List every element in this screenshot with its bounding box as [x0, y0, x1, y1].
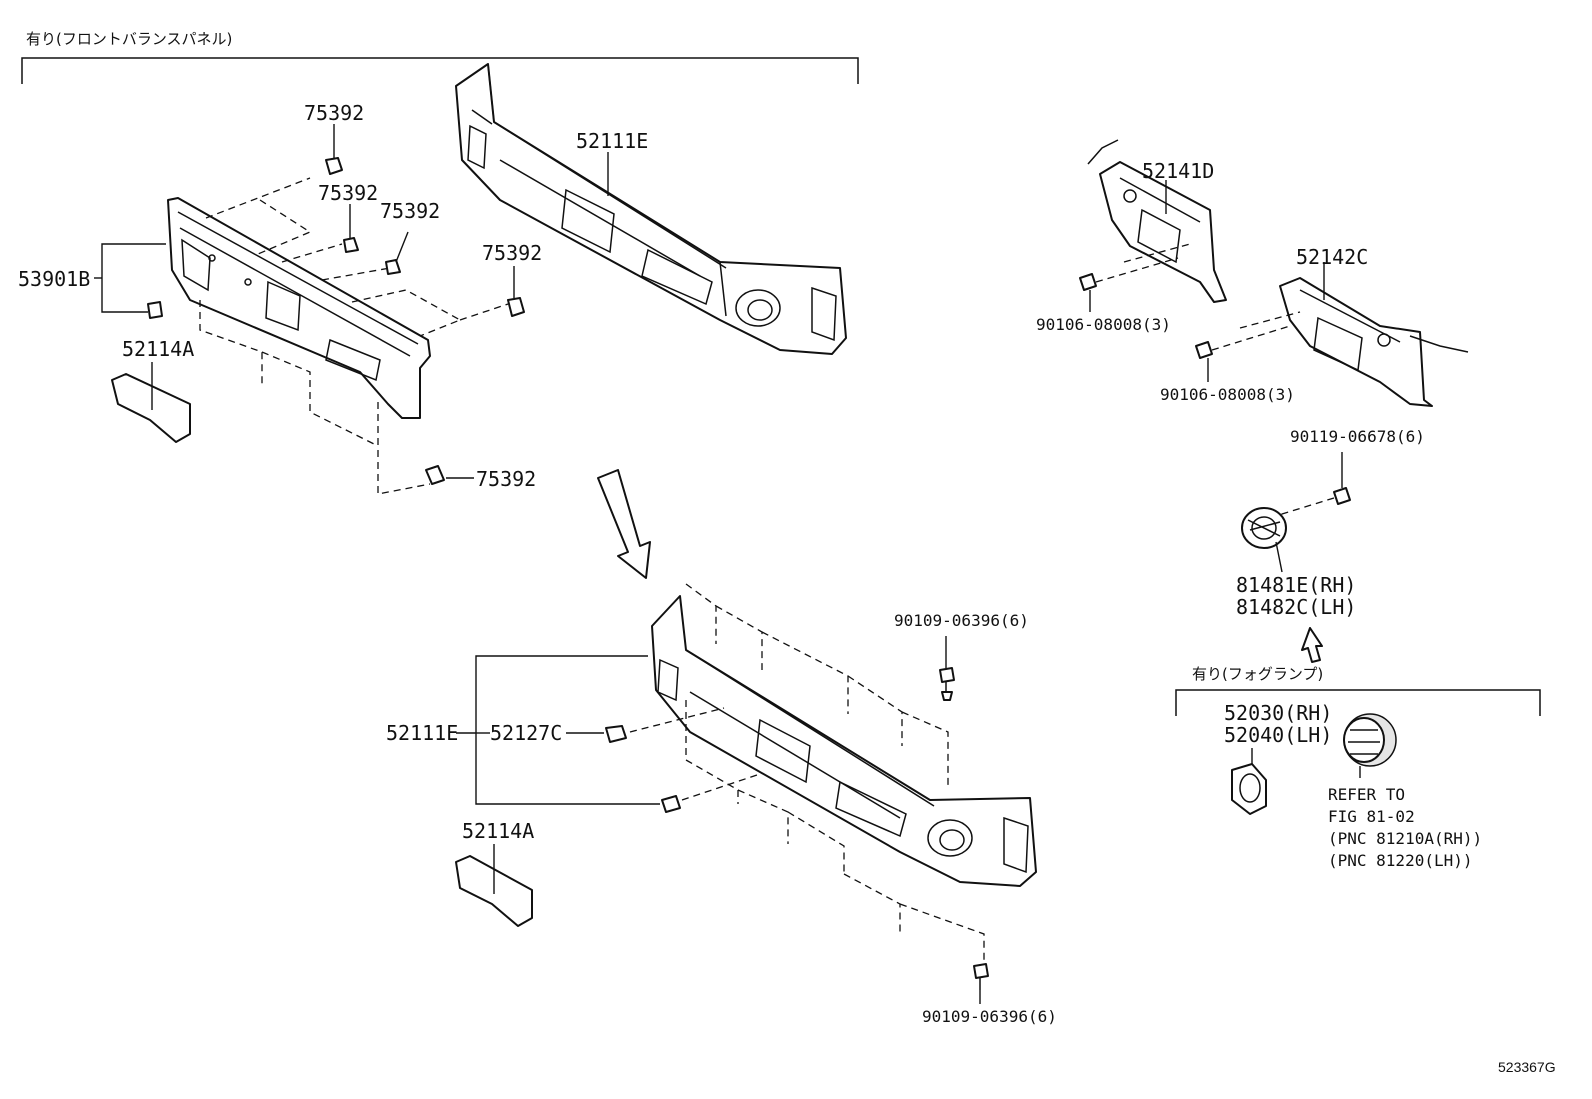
bumper-cover-52111e-bottom-drawing [651, 595, 1037, 887]
panel-fastener-dash-lines [199, 177, 509, 495]
fog-lamp-cover-81481e-drawing [1241, 507, 1287, 573]
clip-75392-b-shape [343, 204, 359, 253]
up-arrow-icon [1301, 627, 1323, 663]
label-75392-e: 75392 [476, 467, 536, 491]
bracket-52141d-drawing [1087, 139, 1227, 303]
leader-52111e-52127c [456, 655, 660, 805]
label-75392-b: 75392 [318, 181, 378, 205]
front-balance-panel-group-bracket [21, 57, 859, 84]
label-52040: 52040(LH) [1224, 723, 1332, 747]
label-75392-d: 75392 [482, 241, 542, 265]
label-53901b: 53901B [18, 267, 90, 291]
rivet-52127c-lower-shape [661, 795, 681, 813]
label-75392-c: 75392 [380, 199, 440, 223]
fog-lamp-group-bracket [1175, 689, 1541, 716]
refer-text-line-2: FIG 81-02 [1328, 807, 1415, 826]
refer-text-line-1: REFER TO [1328, 785, 1405, 804]
label-52142c: 52142C [1296, 245, 1368, 269]
front-balance-panel-group-label: 有り(フロントバランスパネル) [26, 30, 232, 48]
diagram-id: 523367G [1498, 1059, 1556, 1075]
label-90119: 90119-06678(6) [1290, 427, 1425, 446]
label-52111e-bottom: 52111E [386, 721, 458, 745]
label-75392-a: 75392 [304, 101, 364, 125]
label-52111e-top: 52111E [576, 129, 648, 153]
label-52114a-top: 52114A [122, 337, 194, 361]
label-52030: 52030(RH) [1224, 701, 1332, 725]
label-90106-a: 90106-08008(3) [1036, 315, 1171, 334]
license-plate-bracket-52114a-bottom-drawing [455, 844, 533, 927]
refer-text-line-3: (PNC 81210A(RH)) [1328, 829, 1482, 848]
refer-text-line-4: (PNC 81220(LH)) [1328, 851, 1473, 870]
label-90109-bottom: 90109-06396(6) [922, 1007, 1057, 1026]
bolt-90106-b-shape [1195, 311, 1301, 382]
label-81481e: 81481E(RH) [1236, 573, 1356, 597]
bumper-cover-52111e-top-drawing [455, 63, 847, 355]
label-52114a-bottom: 52114A [462, 819, 534, 843]
label-90106-b: 90106-08008(3) [1160, 385, 1295, 404]
label-90109-top: 90109-06396(6) [894, 611, 1029, 630]
bottom-assembly-dash-grid [629, 583, 985, 960]
bracket-52142c-drawing [1279, 262, 1469, 407]
front-balance-panel-53901b-drawing [167, 197, 431, 419]
rivet-52127c-upper-shape [605, 725, 627, 743]
leader-53901b [94, 243, 166, 319]
clip-75392-a-shape [325, 124, 343, 175]
label-52141d: 52141D [1142, 159, 1214, 183]
clip-75392-e-shape [425, 465, 474, 485]
label-81482c: 81482C(LH) [1236, 595, 1356, 619]
clip-75392-d-shape [507, 266, 525, 317]
fog-lamp-bracket-52030-drawing [1231, 748, 1267, 815]
fog-lamp-unit-drawing [1343, 713, 1397, 778]
replacement-arrow [597, 469, 651, 579]
bolt-90109-top-shape [939, 636, 955, 701]
screw-90119-shape [1281, 452, 1351, 524]
fog-lamp-group-label: 有り(フォグランプ) [1192, 665, 1323, 683]
label-52127c: 52127C [490, 721, 562, 745]
license-plate-bracket-52114a-top-drawing [111, 362, 191, 443]
bolt-90106-a-shape [1079, 243, 1191, 312]
bolt-90109-bottom-shape [973, 963, 989, 1004]
clip-75392-c-shape [385, 231, 409, 275]
